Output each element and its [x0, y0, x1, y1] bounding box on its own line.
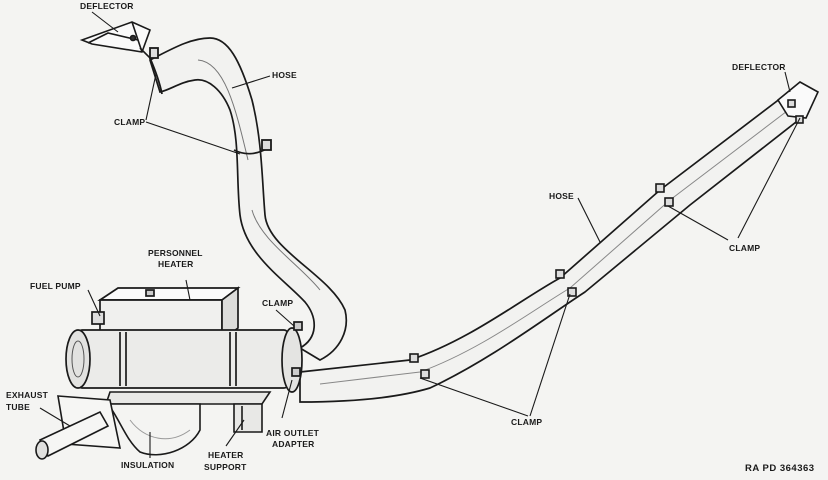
label-air-outlet-1: AIR OUTLET	[266, 428, 320, 438]
deflector-upper-left	[79, 21, 159, 60]
label-fuel-pump: FUEL PUMP	[30, 281, 81, 291]
deflector-right	[776, 81, 820, 124]
label-heater-support-2: SUPPORT	[204, 462, 247, 472]
label-air-outlet-2: ADAPTER	[272, 439, 315, 449]
insulation	[106, 403, 201, 456]
label-clamp-right: CLAMP	[729, 243, 760, 253]
label-deflector-right: DEFLECTOR	[732, 62, 786, 72]
label-deflector-left: DEFLECTOR	[80, 1, 134, 11]
label-insulation: INSULATION	[121, 460, 174, 470]
clamp-long-hose-2	[555, 269, 577, 297]
clamp-upper-hose-middle	[233, 139, 272, 155]
personnel-heater	[65, 286, 303, 393]
label-personnel-heater-1: PERSONNEL	[148, 248, 203, 258]
leader-lines	[39, 11, 801, 458]
label-heater-support-1: HEATER	[208, 450, 244, 460]
clamp-long-hose-1	[409, 353, 430, 379]
label-hose-upper: HOSE	[272, 70, 297, 80]
label-clamp-middle: CLAMP	[262, 298, 293, 308]
label-personnel-heater-2: HEATER	[158, 259, 194, 269]
label-hose-right: HOSE	[549, 191, 574, 201]
label-exhaust-tube-1: EXHAUST	[6, 390, 49, 400]
label-exhaust-tube-2: TUBE	[6, 402, 30, 412]
clamp-upper-hose-top	[149, 47, 163, 95]
label-clamp-upper-left: CLAMP	[114, 117, 145, 127]
label-clamp-lower: CLAMP	[511, 417, 542, 427]
figure-reference: RA PD 364363	[745, 463, 815, 474]
hose-upper	[148, 37, 348, 361]
exhaust-tube	[35, 395, 121, 460]
